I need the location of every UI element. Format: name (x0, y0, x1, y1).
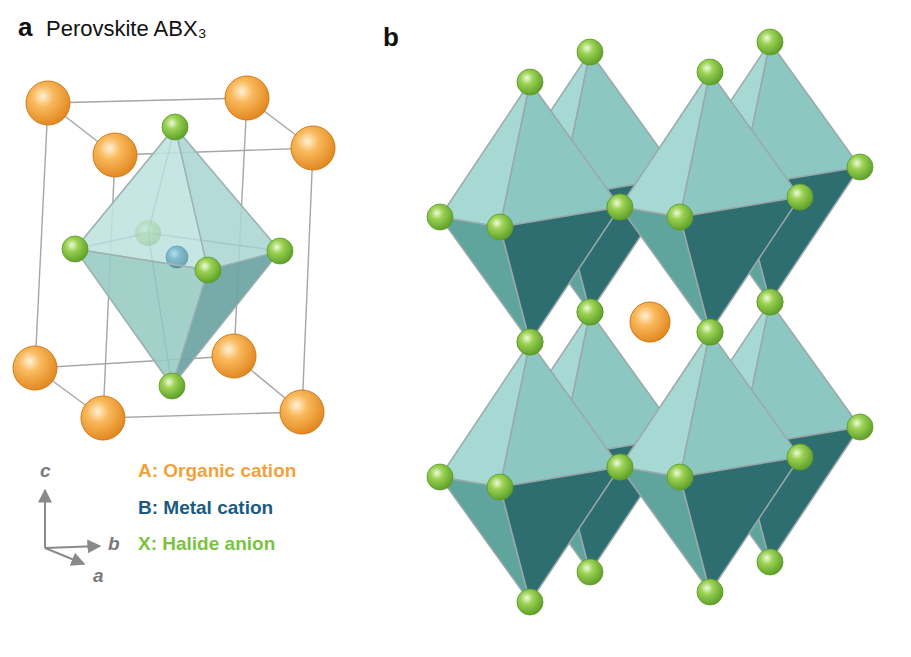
halide-anion (427, 464, 453, 490)
halide-anion (667, 204, 693, 230)
halide-anion (607, 194, 633, 220)
halide-anion (697, 319, 723, 345)
octahedron-face (680, 457, 800, 592)
halide-anion (517, 329, 543, 355)
octahedral-network (427, 29, 873, 615)
halide-anion (757, 549, 783, 575)
halide-anion (577, 299, 603, 325)
unit-cell-edges (35, 98, 313, 418)
bx6-octahedron (75, 127, 280, 386)
octahedron (427, 329, 633, 615)
legend-text: B: Metal cation (138, 497, 273, 518)
halide-anion (577, 299, 603, 325)
axis-label: b (108, 533, 120, 556)
octahedron-face (500, 82, 620, 227)
octahedron-face (680, 197, 800, 332)
panel-title: Perovskite ABX₃ (46, 16, 207, 42)
halide-anion (607, 454, 633, 480)
legend-entry: X: Halide anion (138, 533, 275, 556)
axis-label: c (40, 460, 51, 483)
octahedron (427, 69, 633, 355)
octahedron-face (680, 72, 800, 217)
halide-anion (757, 29, 783, 55)
octahedron (607, 59, 813, 345)
halide-anion (517, 589, 543, 615)
octahedron-face (500, 342, 620, 487)
octahedron-face (680, 332, 800, 477)
halide-anion (847, 154, 873, 180)
halide-anion (757, 289, 783, 315)
legend-entry: A: Organic cation (138, 460, 296, 483)
octahedron-face (500, 207, 620, 342)
a-site-cation (630, 302, 670, 342)
halide-anion (577, 559, 603, 585)
octahedron-face (500, 467, 620, 602)
halide-anion (577, 39, 603, 65)
halide-anion (847, 414, 873, 440)
halide-anion (667, 464, 693, 490)
axis-label: a (93, 565, 104, 588)
halide-anion (757, 289, 783, 315)
a-site-cations-front (81, 126, 335, 440)
legend-text: A: Organic cation (138, 460, 296, 481)
halide-anion (487, 474, 513, 500)
halide-anion (697, 579, 723, 605)
halide-anion (487, 214, 513, 240)
octahedron (607, 319, 813, 605)
halide-anion (697, 319, 723, 345)
halide-anion (517, 329, 543, 355)
halide-anion (607, 454, 633, 480)
panel-letter: b (383, 22, 399, 53)
halide-anion (607, 194, 633, 220)
halide-anion (787, 184, 813, 210)
halide-anion (427, 204, 453, 230)
halide-anions (62, 114, 293, 399)
halide-anion (697, 59, 723, 85)
axis-arrows (45, 490, 100, 564)
legend-text: X: Halide anion (138, 533, 275, 554)
halide-anion (517, 69, 543, 95)
panel-letter: a (18, 12, 32, 43)
legend-entry: B: Metal cation (138, 497, 273, 520)
halide-anion (787, 444, 813, 470)
